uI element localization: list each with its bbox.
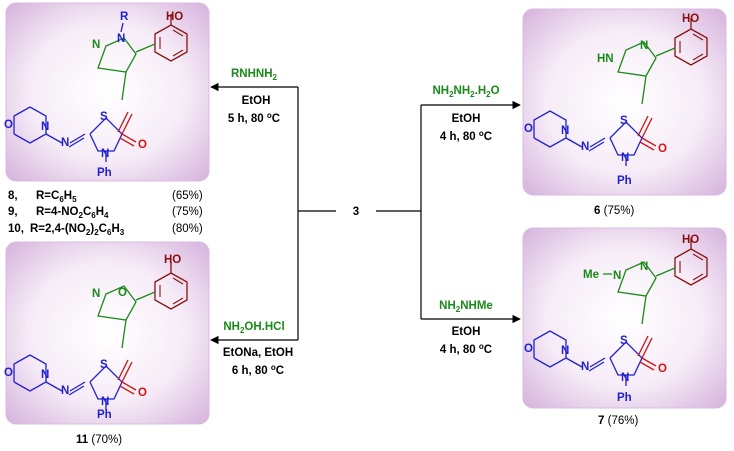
atom-OH-7: HO xyxy=(682,234,699,246)
atom-N-morph-8: N xyxy=(41,121,49,133)
product-9-yield: (75%) xyxy=(172,206,203,218)
solvent-bottom-right: EtOH xyxy=(452,326,481,338)
atom-N2-pyrazole-7: N xyxy=(640,261,648,273)
atom-N-ring-6: N xyxy=(621,152,629,164)
left-connector xyxy=(210,82,336,345)
reagent-top-right: NH2NH2.H2O xyxy=(432,85,499,99)
atom-Ph-7: Ph xyxy=(617,392,632,404)
atom-N-morph-7: N xyxy=(561,345,569,357)
atom-N1-pyrazole-8: N xyxy=(117,33,125,45)
product-6-caption: 6 (75%) xyxy=(594,205,634,217)
right-connector xyxy=(376,100,521,324)
atom-N-pyrazole-8: N xyxy=(92,39,100,51)
reagent-bottom-left: NH2OH.HCl xyxy=(223,321,284,335)
panel-product-6 xyxy=(522,8,727,196)
atom-N-morph-6: N xyxy=(561,125,569,137)
atom-N-imine-11: N xyxy=(61,385,69,397)
atom-OH-6: HO xyxy=(682,13,699,25)
atom-N1-pyrazole-7: N xyxy=(613,270,621,282)
atom-O-morpholine-6: O xyxy=(524,123,533,135)
atom-N-imine-6: N xyxy=(581,141,589,153)
product-10-id: 10, xyxy=(8,223,24,235)
product-11-caption: 11 (70%) xyxy=(76,434,122,446)
product-9-r: R=4-NO2C6H4 xyxy=(36,206,109,220)
solvent-top-left: EtOH xyxy=(242,95,271,107)
conditions-bottom-right: 4 h, 80 oC xyxy=(440,342,492,356)
conditions-top-right: 4 h, 80 oC xyxy=(440,129,492,143)
product-9-id: 9, xyxy=(8,206,18,218)
structure-product-11 xyxy=(13,261,188,411)
structure-product-7 xyxy=(533,237,708,387)
solvent-bottom-left: EtONa, EtOH xyxy=(223,347,293,359)
atom-N-imine-8: N xyxy=(61,137,69,149)
starting-compound-label: 3 xyxy=(353,206,359,218)
atom-O-isoxazole-11: O xyxy=(118,287,127,299)
conditions-bottom-left: 6 h, 80 oC xyxy=(232,363,284,377)
atom-Me-7: Me xyxy=(583,269,599,281)
atom-Ph-6: Ph xyxy=(617,175,632,187)
panel-product-8-10 xyxy=(5,2,210,182)
atom-N-ring-8: N xyxy=(101,148,109,160)
atom-N-isoxazole-11: N xyxy=(92,288,100,300)
atom-Ph-11: Ph xyxy=(97,409,112,421)
product-8-10-list: 8, R=C6H5 (65%) 9, R=4-NO2C6H4 (75%) 10,… xyxy=(8,190,203,237)
reagent-top-left: RNHNH2 xyxy=(231,68,278,82)
product-8-id: 8, xyxy=(8,190,18,202)
atom-O-carbonyl-8: O xyxy=(138,139,147,151)
atom-S-7: S xyxy=(620,335,628,347)
atom-N-imine-7: N xyxy=(581,361,589,373)
atom-O-carbonyl-7: O xyxy=(658,363,667,375)
product-8-yield: (65%) xyxy=(172,190,203,202)
atom-N-morph-11: N xyxy=(41,369,49,381)
atom-N-ring-11: N xyxy=(101,396,109,408)
atom-Ph-8: Ph xyxy=(97,167,112,179)
product-8-r: R=C6H5 xyxy=(36,190,77,204)
reagent-bottom-right: NH2NHMe xyxy=(439,300,493,314)
atom-HN-6: HN xyxy=(597,53,614,65)
atom-N-pyrazole-6: N xyxy=(640,40,648,52)
structure-product-8-10 xyxy=(13,13,188,163)
atom-O-morpholine-8: O xyxy=(4,119,13,131)
atom-OH-11: HO xyxy=(164,254,181,266)
conditions-top-left: 5 h, 80 oC xyxy=(228,111,280,125)
product-10-r: R=2,4-(NO2)2C6H3 xyxy=(30,223,125,237)
atom-R-8: R xyxy=(120,11,129,23)
atom-S-8: S xyxy=(100,111,108,123)
panel-product-11 xyxy=(5,241,210,425)
atom-O-morpholine-7: O xyxy=(524,343,533,355)
atom-S-6: S xyxy=(620,115,628,127)
structure-product-6 xyxy=(533,17,708,167)
atom-S-11: S xyxy=(100,359,108,371)
product-7-caption: 7 (76%) xyxy=(598,415,638,427)
product-10-yield: (80%) xyxy=(172,223,203,235)
atom-O-morpholine-11: O xyxy=(4,367,13,379)
atom-OH-8: HO xyxy=(166,11,183,23)
atom-O-carbonyl-6: O xyxy=(658,143,667,155)
atom-O-carbonyl-11: O xyxy=(138,387,147,399)
solvent-top-right: EtOH xyxy=(452,113,481,125)
atom-N-ring-7: N xyxy=(621,372,629,384)
